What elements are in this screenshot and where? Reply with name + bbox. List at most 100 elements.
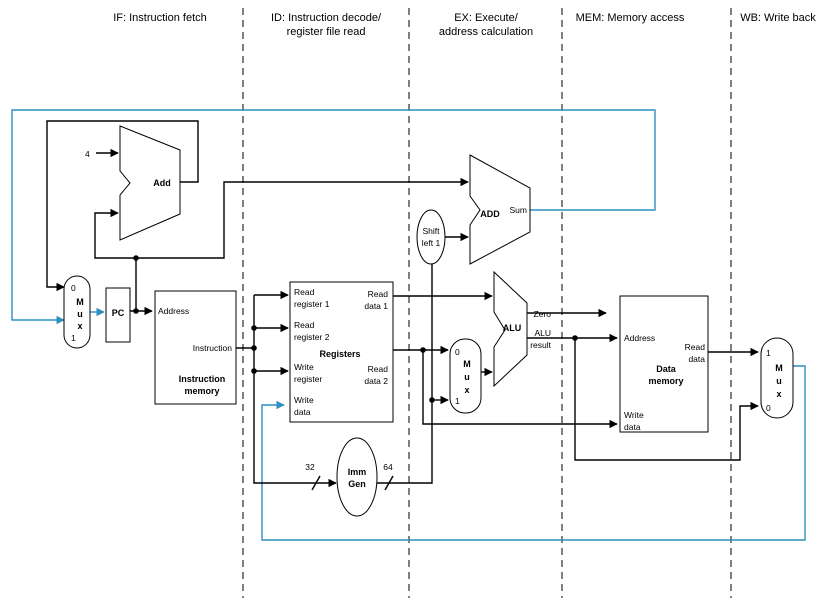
wb-mux-letter-u: u xyxy=(776,376,782,386)
alu-shape xyxy=(493,270,528,388)
imem-address-label: Address xyxy=(158,306,189,316)
pc-adder: 4 Add xyxy=(85,125,181,241)
stage-ex-label-line2: address calculation xyxy=(439,26,533,38)
pc-plus-4-wire xyxy=(46,120,199,292)
imm-out-wire xyxy=(377,263,433,484)
stage-ex-label-line1: EX: Execute/ xyxy=(454,12,519,24)
alu-mux-input-0: 0 xyxy=(455,347,460,357)
pc-mux-letter-m: M xyxy=(76,297,84,307)
alu-result-line1: ALU xyxy=(534,328,551,338)
write-reg-line2: register xyxy=(294,374,323,384)
pc-mux-input-0: 0 xyxy=(71,283,76,293)
dmem-name-line2: memory xyxy=(648,376,683,386)
pc-mux-letter-u: u xyxy=(77,309,83,319)
write-reg-line1: Write xyxy=(294,362,314,372)
shift-line2: left 1 xyxy=(422,238,441,248)
dmem-write-data-line2: data xyxy=(624,422,641,432)
wb-mux-input-1: 1 xyxy=(766,348,771,358)
wb-mux-body xyxy=(760,337,794,419)
alu-mux-body xyxy=(449,338,482,414)
write-data-line1: Write xyxy=(294,395,314,405)
pc-to-add-wire xyxy=(94,208,137,311)
write-data-line2: data xyxy=(294,407,311,417)
branch-adder-label: ADD xyxy=(480,209,500,219)
read-reg1-line1: Read xyxy=(294,287,315,297)
instruction-memory: Address Instruction Instruction memory xyxy=(154,290,237,405)
stage-mem-label: MEM: Memory access xyxy=(576,12,685,24)
junction-dot xyxy=(133,255,139,261)
alu-mux-input-1: 1 xyxy=(455,396,460,406)
dmem-read-data-line1: Read xyxy=(685,342,706,352)
read-reg2-line2: register 2 xyxy=(294,332,330,342)
junction-dot xyxy=(572,335,578,341)
read-data2-to-dmem-wire xyxy=(422,350,618,429)
register-file: Read register 1 Read register 2 Write re… xyxy=(289,281,394,423)
imem-instruction-label: Instruction xyxy=(193,343,232,353)
read-data1-line1: Read xyxy=(368,289,389,299)
junction-dots xyxy=(133,255,578,403)
dmem-box xyxy=(619,295,709,433)
branch-adder-shape xyxy=(469,154,531,265)
imm-gen: Imm Gen 32 64 xyxy=(305,437,393,517)
registers-name: Registers xyxy=(319,349,360,359)
data-memory: Address Write data Read data Data memory xyxy=(619,295,709,433)
pc-mux: 0 M u x 1 xyxy=(63,275,91,349)
imem-name-line2: memory xyxy=(184,386,219,396)
constant-four: 4 xyxy=(85,149,90,159)
regfile-box xyxy=(289,281,394,423)
pc-mux-input-1: 1 xyxy=(71,333,76,343)
alu-mux-letter-m: M xyxy=(463,359,471,369)
shift-body xyxy=(416,209,446,265)
junction-dot xyxy=(420,347,426,353)
writeback-wire xyxy=(261,365,806,541)
read-data2-line1: Read xyxy=(368,364,389,374)
junction-dot xyxy=(251,368,257,374)
branch-target-wire xyxy=(11,109,656,325)
junction-dot xyxy=(251,325,257,331)
pc-adder-shape xyxy=(119,125,181,241)
alu-zero-label: Zero xyxy=(534,309,552,319)
wb-mux-letter-x: x xyxy=(776,389,781,399)
stage-id-label-line2: register file read xyxy=(287,26,366,38)
read-data1-line2: data 1 xyxy=(364,301,388,311)
pc-register: PC xyxy=(105,287,131,343)
pc-mux-body xyxy=(63,275,91,349)
alu-result-line2: result xyxy=(530,340,551,350)
bits-64-slash xyxy=(384,475,394,491)
junction-dot xyxy=(133,308,139,314)
imm-gen-name-line2: Gen xyxy=(348,479,366,489)
imem-box xyxy=(154,290,237,405)
dmem-write-data-line1: Write xyxy=(624,410,644,420)
alu-mux-letter-u: u xyxy=(464,372,470,382)
shift-line1: Shift xyxy=(422,226,440,236)
wb-mux: 1 M u x 0 xyxy=(760,337,794,419)
dmem-address-label: Address xyxy=(624,333,655,343)
dmem-read-data-line2: data xyxy=(688,354,705,364)
junction-dot xyxy=(251,345,257,351)
pc-box xyxy=(105,287,131,343)
alu-mux: 0 M u x 1 xyxy=(449,338,482,414)
junction-dot xyxy=(429,397,435,403)
pc-mux-letter-x: x xyxy=(77,321,82,331)
stage-wb-label: WB: Write back xyxy=(740,12,816,24)
alu-mux-letter-x: x xyxy=(464,385,469,395)
read-reg2-line1: Read xyxy=(294,320,315,330)
branch-adder: ADD Sum xyxy=(469,154,531,265)
alu-name: ALU xyxy=(503,323,522,333)
alu-result-bypass-wire xyxy=(574,338,759,461)
imem-name-line1: Instruction xyxy=(179,374,226,384)
output-bits-label: 64 xyxy=(383,462,393,472)
wb-mux-input-0: 0 xyxy=(766,403,771,413)
shift-left-unit: Shift left 1 xyxy=(416,209,446,265)
imm-gen-name-line1: Imm xyxy=(348,467,367,477)
dmem-name-line1: Data xyxy=(656,364,677,374)
input-bits-label: 32 xyxy=(305,462,315,472)
imm-gen-body xyxy=(336,437,378,517)
branch-adder-sum: Sum xyxy=(510,205,527,215)
instruction-trunk-wire xyxy=(253,295,314,484)
pc-adder-label: Add xyxy=(153,178,171,188)
stage-separators xyxy=(242,8,732,598)
read-reg1-line2: register 1 xyxy=(294,299,330,309)
read-data2-line2: data 2 xyxy=(364,376,388,386)
